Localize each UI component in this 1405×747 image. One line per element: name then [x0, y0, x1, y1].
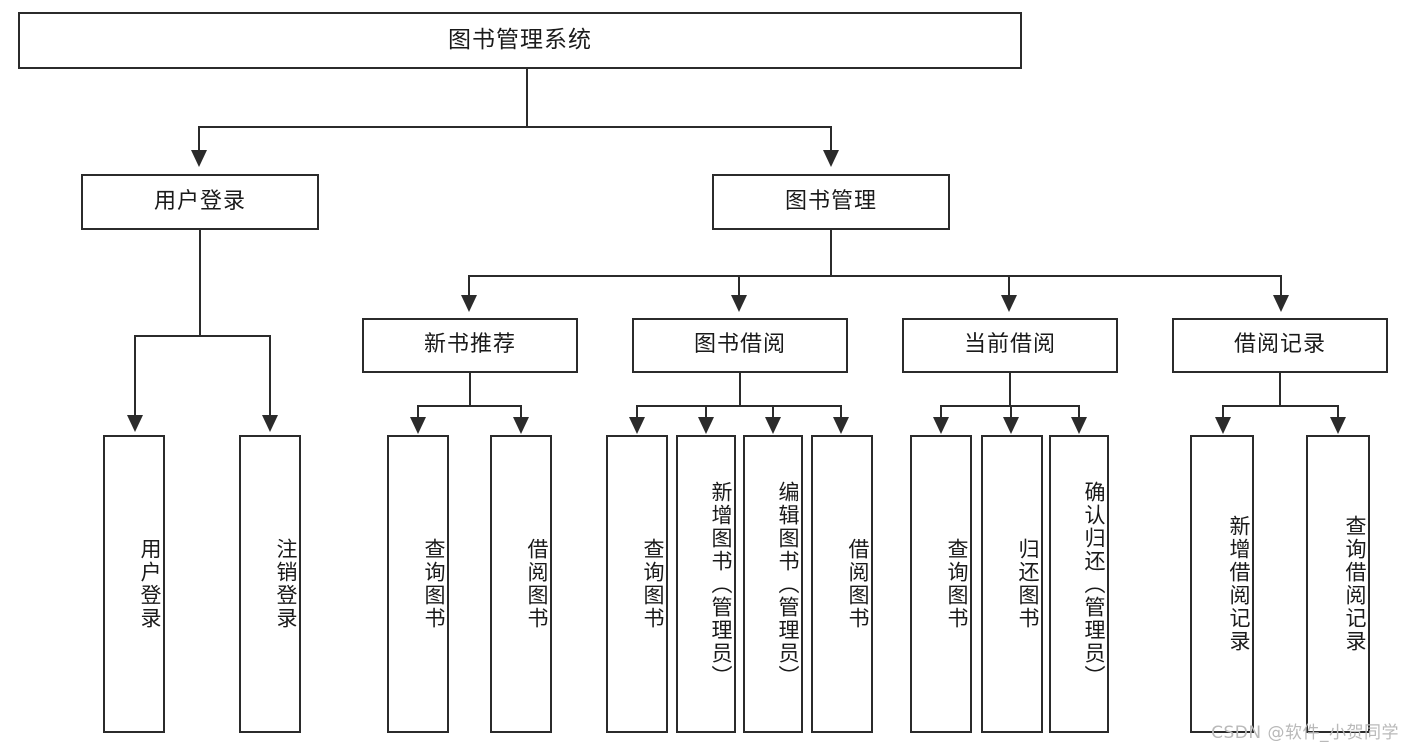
arrow-down-icon [629, 417, 645, 434]
leaf-borrow-book-newbook[interactable]: 借阅图书 [490, 435, 552, 733]
arrow-down-icon [1273, 295, 1289, 312]
connector-borrow-record-stem [1279, 373, 1281, 406]
node-label: 新书推荐 [423, 332, 516, 358]
leaf-return-book[interactable]: 归还图书 [981, 435, 1043, 733]
connector-drop-book-borrow [738, 275, 740, 297]
connector-root-stem [526, 69, 528, 126]
connector-drop-user-login [198, 126, 200, 150]
connector-book-borrow-stem [739, 373, 741, 406]
leaf-user-login[interactable]: 用户登录 [103, 435, 165, 733]
node-user-login[interactable]: 用户登录 [81, 174, 319, 230]
node-label: 图书管理 [784, 188, 877, 214]
node-label: 用户登录 [153, 188, 246, 214]
connector-drop-leaf [134, 335, 136, 417]
connector-current-borrow-stem [1009, 373, 1011, 406]
node-label: 确认归还（管理员） [1082, 480, 1106, 688]
node-label: 借阅记录 [1233, 332, 1326, 358]
arrow-down-icon [1215, 417, 1231, 434]
node-label: 图书管理系统 [448, 26, 592, 53]
arrow-down-icon [823, 150, 839, 167]
connector-book-manage-stem [830, 230, 832, 276]
node-label: 归还图书 [1016, 538, 1040, 630]
connector-drop-leaf [1337, 405, 1339, 419]
arrow-down-icon [1003, 417, 1019, 434]
node-label: 借阅图书 [846, 538, 870, 630]
node-new-book-recommend[interactable]: 新书推荐 [362, 318, 578, 373]
leaf-query-borrow-record[interactable]: 查询借阅记录 [1306, 435, 1370, 733]
node-label: 查询借阅记录 [1343, 515, 1367, 653]
node-label: 新增借阅记录 [1227, 515, 1251, 653]
arrow-down-icon [410, 417, 426, 434]
arrow-down-icon [1071, 417, 1087, 434]
arrow-down-icon [731, 295, 747, 312]
connector-borrow-record-bus [1222, 405, 1338, 407]
node-label: 当前借阅 [963, 332, 1056, 358]
leaf-query-book[interactable]: 查询图书 [606, 435, 668, 733]
node-current-borrow[interactable]: 当前借阅 [902, 318, 1118, 373]
connector-book-borrow-bus [636, 405, 842, 407]
connector-user-login-bus [134, 335, 270, 337]
connector-drop-leaf [705, 405, 707, 419]
arrow-down-icon [765, 417, 781, 434]
leaf-query-book-newbook[interactable]: 查询图书 [387, 435, 449, 733]
connector-drop-leaf [417, 405, 419, 419]
connector-drop-leaf [772, 405, 774, 419]
arrow-down-icon [1001, 295, 1017, 312]
node-label: 图书借阅 [693, 332, 786, 358]
arrow-down-icon [513, 417, 529, 434]
arrow-down-icon [698, 417, 714, 434]
node-label: 查询图书 [641, 538, 665, 630]
arrow-down-icon [933, 417, 949, 434]
watermark-text: CSDN @软件_小贺同学 [1211, 723, 1399, 743]
node-label: 查询图书 [422, 538, 446, 630]
connector-drop-leaf [940, 405, 942, 419]
leaf-borrow-book[interactable]: 借阅图书 [811, 435, 873, 733]
node-book-manage[interactable]: 图书管理 [712, 174, 950, 230]
connector-new-book-stem [469, 373, 471, 406]
arrow-down-icon [127, 415, 143, 432]
node-label: 新增图书（管理员） [709, 480, 733, 688]
node-label: 借阅图书 [525, 538, 549, 630]
leaf-logout[interactable]: 注销登录 [239, 435, 301, 733]
leaf-confirm-return-admin[interactable]: 确认归还（管理员） [1049, 435, 1109, 733]
connector-drop-leaf [636, 405, 638, 419]
connector-drop-book-manage [830, 126, 832, 150]
connector-drop-current-borrow [1008, 275, 1010, 297]
arrow-down-icon [1330, 417, 1346, 434]
connector-drop-leaf [269, 335, 271, 417]
arrow-down-icon [833, 417, 849, 434]
leaf-add-book-admin[interactable]: 新增图书（管理员） [676, 435, 736, 733]
connector-drop-leaf [520, 405, 522, 419]
node-label: 查询图书 [945, 538, 969, 630]
leaf-edit-book-admin[interactable]: 编辑图书（管理员） [743, 435, 803, 733]
connector-user-login-stem [199, 230, 201, 336]
node-label: 用户登录 [138, 538, 162, 630]
leaf-add-borrow-record[interactable]: 新增借阅记录 [1190, 435, 1254, 733]
connector-book-manage-bus [468, 275, 1282, 277]
node-book-borrow[interactable]: 图书借阅 [632, 318, 848, 373]
connector-drop-leaf [840, 405, 842, 419]
node-borrow-record[interactable]: 借阅记录 [1172, 318, 1388, 373]
connector-drop-leaf [1222, 405, 1224, 419]
connector-new-book-bus [417, 405, 522, 407]
arrow-down-icon [461, 295, 477, 312]
arrow-down-icon [262, 415, 278, 432]
connector-drop-borrow-record [1280, 275, 1282, 297]
connector-drop-leaf [1078, 405, 1080, 419]
node-label: 注销登录 [274, 538, 298, 630]
leaf-query-book-current[interactable]: 查询图书 [910, 435, 972, 733]
arrow-down-icon [191, 150, 207, 167]
node-root-system[interactable]: 图书管理系统 [18, 12, 1022, 69]
node-label: 编辑图书（管理员） [776, 480, 800, 688]
connector-root-bus [198, 126, 832, 128]
connector-drop-leaf [1010, 405, 1012, 419]
connector-drop-new-book [468, 275, 470, 297]
